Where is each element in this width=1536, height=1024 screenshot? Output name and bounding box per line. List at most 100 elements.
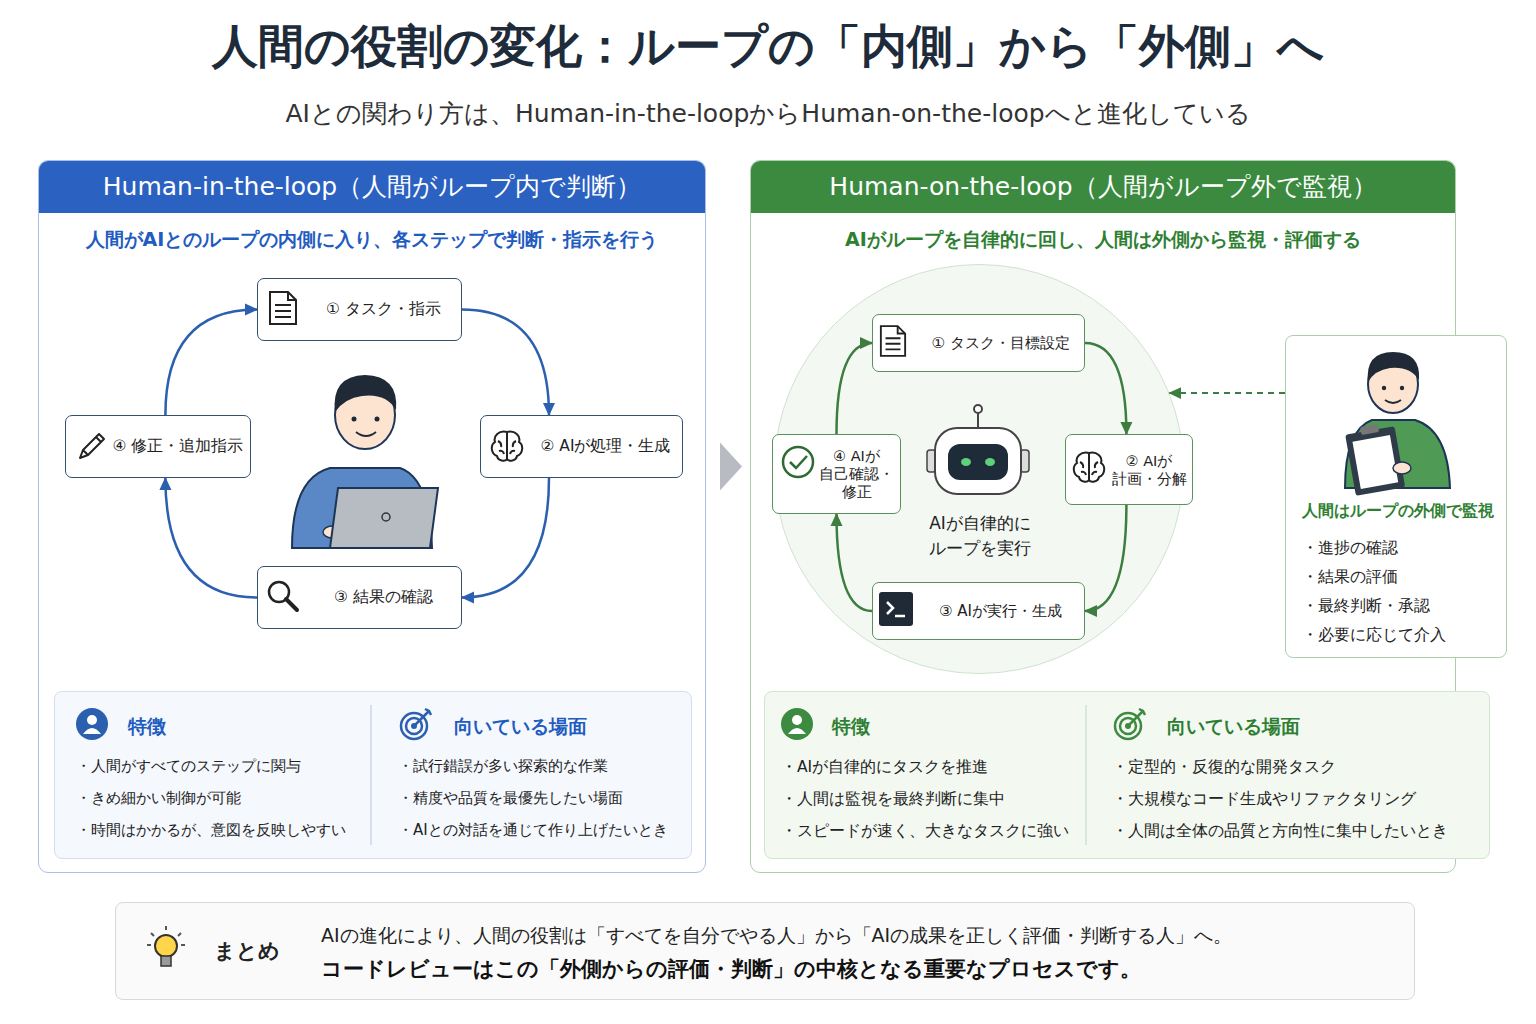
panel: Human-on-the-loop（人間がループ外で監視）AIがループを自律的に… bbox=[750, 160, 1456, 873]
brain-icon bbox=[1074, 453, 1104, 482]
robot-icon bbox=[927, 405, 1029, 494]
person-head bbox=[1368, 355, 1418, 413]
diagram-title: 人間の役割の変化：ループの「内側」から「外側」へ bbox=[0, 16, 1536, 78]
robot-eye bbox=[961, 458, 971, 466]
monitor-arrow bbox=[1169, 392, 1285, 394]
person-eye bbox=[1382, 386, 1386, 390]
clipboard-clip bbox=[1360, 424, 1379, 435]
panel-subtitle: 人間がAIとのループの内側に入り、各ステップで判断・指示を行う bbox=[39, 227, 705, 253]
laptop-logo bbox=[382, 513, 390, 521]
robot-eye bbox=[985, 458, 995, 466]
loop-arrow bbox=[165, 478, 257, 598]
person-eye bbox=[1400, 386, 1404, 390]
person-eye bbox=[375, 417, 380, 422]
node-text: ・人間がすべてのステップに関与 bbox=[76, 757, 301, 776]
box-label: ① タスク・指示 bbox=[326, 299, 441, 320]
person-head bbox=[335, 381, 395, 449]
panel-header: Human-in-the-loop（人間がループ内で判断） bbox=[39, 161, 705, 213]
node-text: ・精度や品質を最優先したい場面 bbox=[398, 789, 623, 808]
node-text: ・スピードが速く、大きなタスクに強い bbox=[781, 821, 1069, 842]
pencil-icon bbox=[80, 434, 104, 458]
node-text: AIの進化により、人間の役割は「すべてを自分でやる人」から「AIの成果を正しく評… bbox=[321, 923, 1232, 949]
node-text: 人間はループの外側で監視 bbox=[1302, 501, 1494, 522]
document-icon bbox=[270, 292, 296, 324]
robot-ear bbox=[1020, 450, 1029, 472]
column-divider bbox=[370, 705, 372, 845]
target-icon bbox=[401, 709, 431, 739]
robot-head bbox=[935, 428, 1021, 494]
check-icon bbox=[783, 447, 813, 477]
node-text: ・時間はかかるが、意図を反映しやすい bbox=[76, 821, 346, 840]
robot-antenna-tip bbox=[974, 405, 982, 413]
node-text: AIが自律的に ループを実行 bbox=[910, 511, 1050, 561]
lightbulb-icon bbox=[147, 926, 185, 966]
node-text: ・最終判断・承認 bbox=[1302, 596, 1430, 617]
node-text: 特徴 bbox=[832, 714, 870, 740]
laptop bbox=[330, 488, 438, 548]
process-box: ① タスク・目標設定 bbox=[872, 314, 1085, 372]
person-hand bbox=[323, 526, 341, 538]
node-text: ・AIが自律的にタスクを推進 bbox=[781, 757, 988, 778]
box-label: ③ 結果の確認 bbox=[334, 587, 433, 608]
terminal-icon bbox=[879, 592, 913, 626]
panel-subtitle: AIがループを自律的に回し、人間は外側から監視・評価する bbox=[751, 227, 1455, 253]
node-text: ・必要に応じて介入 bbox=[1302, 625, 1446, 646]
node-text: ・定型的・反復的な開発タスク bbox=[1112, 757, 1336, 778]
clipboard bbox=[1344, 421, 1405, 496]
loop-arrow bbox=[837, 514, 873, 611]
process-box: ④ 修正・追加指示 bbox=[65, 415, 251, 478]
feature-box: 特徴・人間がすべてのステップに関与・きめ細かい制御が可能・時間はかかるが、意図を… bbox=[54, 691, 692, 859]
panel: Human-in-the-loop（人間がループ内で判断） 人間がAIとのループの… bbox=[38, 160, 706, 873]
robot-ear bbox=[927, 450, 936, 472]
node-text: ・進捗の確認 bbox=[1302, 538, 1398, 559]
node-text: ・きめ細かい制御が可能 bbox=[76, 789, 241, 808]
process-box: ① タスク・指示 bbox=[257, 278, 462, 341]
person-body bbox=[1345, 420, 1450, 488]
node-text: ・人間は監視を最終判断に集中 bbox=[781, 789, 1005, 810]
box-label: ③ AIが実行・生成 bbox=[939, 602, 1062, 621]
loop-arrow bbox=[1085, 343, 1126, 434]
node-text: 向いている場面 bbox=[454, 714, 587, 740]
node-text: ・大規模なコード生成やリファクタリング bbox=[1112, 789, 1416, 810]
process-box: ③ 結果の確認 bbox=[257, 566, 462, 629]
node-text: ・結果の評価 bbox=[1302, 567, 1398, 588]
person-icon bbox=[781, 708, 813, 740]
loop-arrow bbox=[462, 310, 549, 416]
monitor-box: 人間はループの外側で監視・進捗の確認・結果の評価・最終判断・承認・必要に応じて介… bbox=[1285, 335, 1507, 658]
column-divider bbox=[1085, 705, 1087, 845]
subtitle: AIとの関わり方は、Human-in-the-loopからHuman-on-th… bbox=[0, 97, 1536, 130]
node-text: コードレビューはこの「外側からの評価・判断」の中核となる重要なプロセスです。 bbox=[321, 955, 1141, 983]
person-smile bbox=[356, 432, 376, 436]
box-label: ④ AIが 自己確認・ 修正 bbox=[817, 447, 896, 501]
target-icon bbox=[1115, 709, 1145, 739]
person-smile bbox=[1385, 400, 1401, 403]
loop-arrow bbox=[165, 310, 257, 416]
document-icon bbox=[881, 326, 905, 356]
person-hair bbox=[1368, 352, 1419, 382]
loop-arrow bbox=[1085, 505, 1126, 611]
process-box: ② AIが 計画・分解 bbox=[1065, 434, 1193, 505]
node-text: ・AIとの対話を通じて作り上げたいとき bbox=[398, 821, 668, 840]
loop-circle: AIが自律的に ループを実行① タスク・目標設定② AIが 計画・分解③ AIが… bbox=[774, 264, 1184, 674]
person-eye bbox=[352, 417, 357, 422]
node-text: ・試行錯誤が多い探索的な作業 bbox=[398, 757, 608, 776]
summary-box: まとめAIの進化により、人間の役割は「すべてを自分でやる人」から「AIの成果を正… bbox=[115, 902, 1415, 1000]
robot-antenna bbox=[977, 412, 979, 428]
person-with-laptop bbox=[292, 375, 438, 548]
process-box: ④ AIが 自己確認・ 修正 bbox=[772, 434, 901, 514]
feature-box: 特徴・AIが自律的にタスクを推進・人間は監視を最終判断に集中・スピードが速く、大… bbox=[764, 691, 1490, 859]
robot-face bbox=[948, 444, 1008, 480]
magnifier-icon bbox=[269, 582, 297, 610]
node-text: 向いている場面 bbox=[1167, 714, 1300, 740]
process-box: ③ AIが実行・生成 bbox=[872, 582, 1085, 640]
clipboard-paper bbox=[1352, 435, 1398, 489]
person-with-clipboard bbox=[1344, 352, 1450, 496]
person-icon bbox=[76, 708, 108, 740]
box-label: ② AIが処理・生成 bbox=[541, 436, 671, 457]
clipboard-board bbox=[1345, 426, 1405, 496]
box-label: ④ 修正・追加指示 bbox=[113, 436, 244, 457]
person-hair bbox=[335, 375, 397, 412]
